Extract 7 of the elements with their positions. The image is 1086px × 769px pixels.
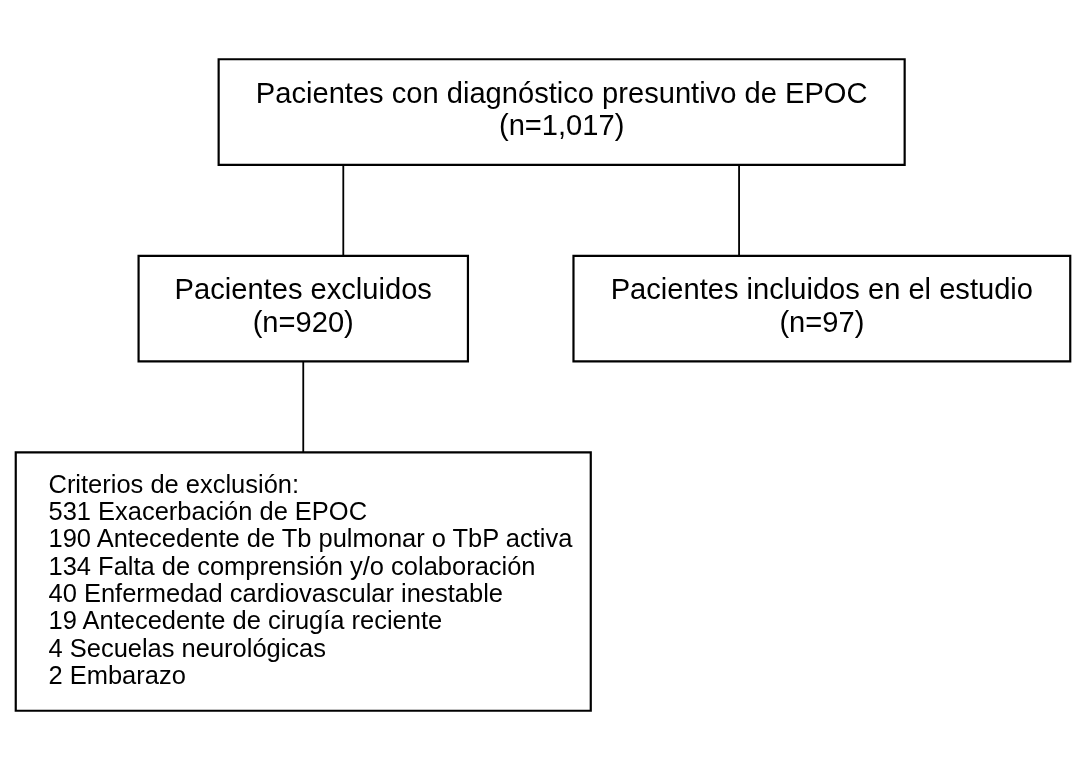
connector bbox=[302, 360, 305, 453]
node-box: Criterios de exclusión: 531 Exacerbación de EPOC 190 Antecedente de Tb pulmonar o TbP activa 134 Falta de comprensión y/o colaboración 40 Enfermedad cardiovascular inestable 19 Antecedente de cirugía reciente 4 Secuelas neurológicas 2 Embarazo bbox=[14, 450, 592, 712]
node-box: Pacientes incluidos en el estudio (n=97) bbox=[572, 254, 1072, 362]
connector bbox=[738, 163, 740, 256]
node-box: Pacientes con diagnóstico presuntivo de EPOC (n=1,017) bbox=[217, 57, 906, 166]
node-box: Pacientes excluidos (n=920) bbox=[137, 254, 470, 362]
connector bbox=[342, 163, 345, 256]
